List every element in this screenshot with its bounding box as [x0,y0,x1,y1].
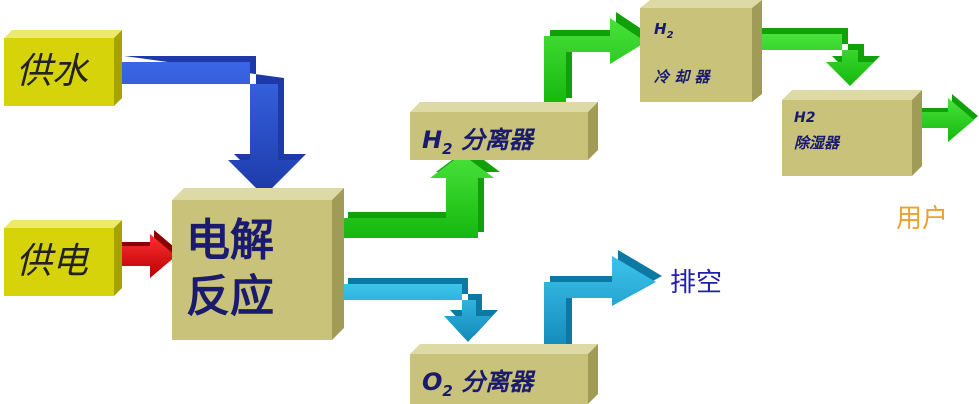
electrolysis-reactor-box [172,188,344,340]
user-output-label: 用户 [896,204,949,234]
vent-output-label: 排空 [670,268,723,298]
cooler-box [640,0,762,102]
o2-flow-arrow [342,278,498,342]
h2-separator-label: H2 分离器 [422,126,533,158]
water-supply-arrow [118,56,306,196]
reactor-label-line2: 反应 [186,271,274,322]
reactor-label-line1: 电解 [186,215,274,266]
dehumidifier-label: 除湿器 [794,134,840,152]
cooler-title: H2 [654,20,674,41]
h2-flow-arrow [342,148,500,238]
water-supply-box [4,30,122,106]
h2-to-cooler-arrow [544,12,652,104]
vent-arrow [544,250,662,352]
cooler-label: 冷 却 器 [654,68,710,86]
dehumidifier-box [782,90,922,176]
to-user-arrow [910,94,978,142]
o2-separator-box [410,344,598,404]
o2-separator-label: O2 分离器 [422,368,534,400]
power-supply-arrow [118,230,180,278]
h2-separator-box [410,102,598,160]
power-supply-label: 供电 [16,241,89,282]
power-supply-box [4,220,122,296]
dehumidifier-title: H2 [794,110,816,126]
water-supply-label: 供水 [16,51,89,92]
cooler-to-dehumidifier-arrow [754,28,880,86]
